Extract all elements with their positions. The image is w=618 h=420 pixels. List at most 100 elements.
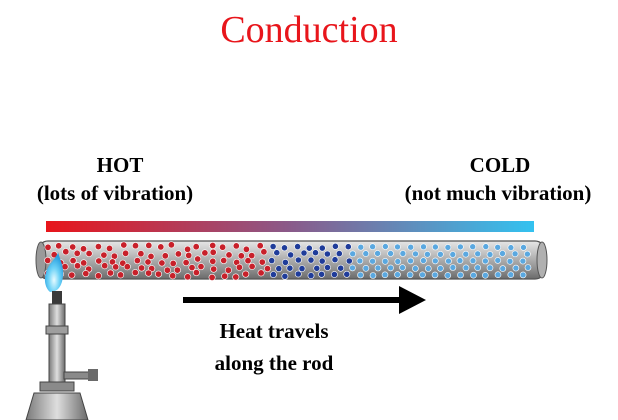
particle	[374, 250, 381, 257]
particle	[281, 244, 288, 252]
particle	[494, 271, 502, 279]
particle	[107, 269, 115, 277]
particle	[456, 257, 464, 264]
particle	[55, 242, 63, 250]
heat-travel-caption-line2: along the rod	[214, 351, 334, 375]
particle	[256, 242, 264, 250]
particle	[100, 251, 108, 259]
particle	[381, 271, 389, 279]
particle	[387, 264, 394, 272]
particle	[507, 271, 515, 279]
particle	[345, 257, 353, 265]
particle	[167, 241, 175, 249]
particle	[244, 257, 252, 265]
particle	[225, 251, 233, 259]
particle	[486, 251, 494, 258]
particle	[157, 243, 165, 251]
particle	[220, 256, 228, 264]
particle	[95, 257, 103, 265]
particle	[519, 257, 527, 265]
particle	[449, 251, 457, 258]
particle	[209, 242, 217, 250]
particle	[232, 273, 240, 281]
particle	[318, 244, 326, 252]
particle	[470, 271, 477, 279]
particle	[362, 264, 370, 272]
particle	[313, 264, 321, 272]
particle	[133, 257, 141, 265]
particle	[343, 270, 351, 278]
particle	[248, 262, 256, 270]
particle	[494, 244, 502, 251]
particle	[481, 271, 489, 279]
particle	[137, 250, 145, 258]
particle	[399, 250, 407, 257]
particle	[197, 263, 205, 271]
particle	[169, 259, 177, 267]
bunsen-burner-icon	[25, 252, 98, 420]
particle	[281, 258, 289, 266]
particle	[382, 243, 389, 250]
particle	[399, 264, 406, 271]
right-arrow-icon	[183, 286, 426, 314]
particle	[318, 270, 325, 278]
particle	[161, 252, 169, 260]
particle	[117, 271, 125, 279]
particle	[469, 243, 477, 250]
particle	[294, 243, 301, 250]
particle	[474, 264, 482, 272]
particle	[158, 259, 166, 267]
particle	[462, 264, 470, 272]
particle	[369, 243, 376, 250]
particle	[163, 266, 171, 274]
particle	[44, 243, 52, 251]
particle	[155, 270, 163, 278]
particle	[275, 265, 283, 272]
particle	[524, 250, 531, 258]
particle	[192, 269, 200, 277]
particle	[420, 257, 427, 264]
particle	[82, 270, 90, 278]
particle	[406, 271, 414, 279]
particle	[387, 250, 394, 257]
particle	[357, 243, 365, 251]
particle	[419, 271, 426, 279]
particle	[258, 258, 266, 266]
particle	[482, 257, 489, 265]
particle	[192, 243, 200, 251]
particle	[305, 244, 313, 252]
particle	[444, 272, 452, 279]
cold-description: (not much vibration)	[404, 181, 592, 205]
particle	[381, 257, 389, 265]
particle	[120, 241, 128, 249]
particle	[324, 264, 331, 271]
particle	[286, 264, 294, 272]
particle	[524, 264, 532, 271]
particle	[132, 242, 140, 250]
particle	[412, 250, 419, 258]
particle	[257, 269, 265, 277]
particle	[445, 257, 452, 265]
particle	[210, 265, 218, 273]
particle	[74, 262, 82, 270]
particle	[307, 272, 315, 279]
particle	[273, 249, 281, 257]
particle	[224, 266, 232, 274]
particle	[248, 252, 256, 260]
particle	[331, 242, 339, 250]
particle	[469, 257, 477, 265]
particle	[486, 264, 494, 272]
particle	[268, 257, 276, 264]
particle	[68, 271, 76, 279]
particle	[281, 272, 289, 280]
particle	[173, 266, 181, 274]
particle	[369, 257, 376, 265]
cold-label: COLD	[469, 153, 531, 177]
particle	[407, 257, 414, 265]
particle	[235, 263, 243, 271]
particle	[208, 273, 216, 281]
particle	[109, 258, 117, 266]
particle	[294, 256, 302, 264]
particle	[263, 265, 271, 273]
particle	[260, 248, 268, 256]
